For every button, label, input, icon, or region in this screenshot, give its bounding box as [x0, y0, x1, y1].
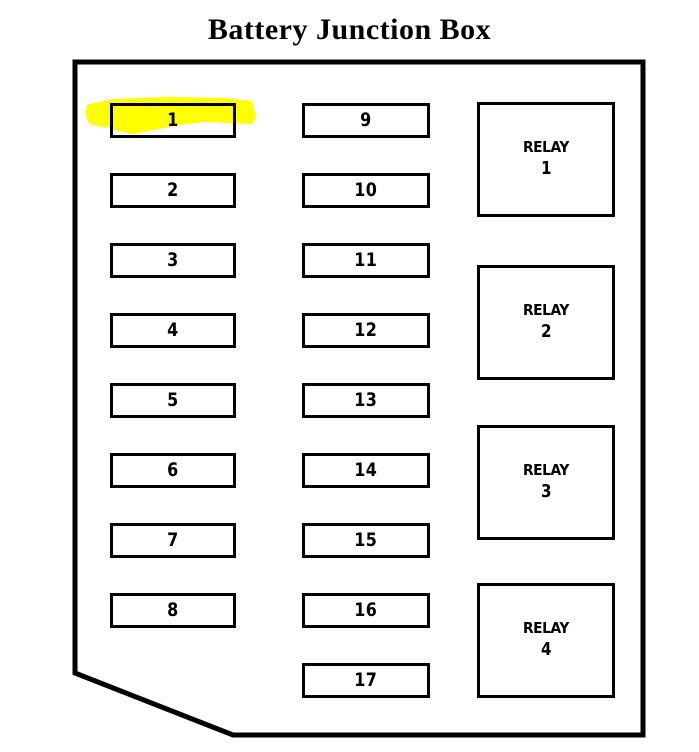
fuse-3[interactable]: 3: [110, 243, 236, 278]
fuse-7-label: 7: [167, 529, 179, 551]
fuse-5-label: 5: [167, 389, 179, 411]
fuse-1-label: 1: [167, 109, 179, 131]
fuse-1[interactable]: 1: [110, 103, 236, 138]
fuse-6-label: 6: [167, 459, 179, 481]
fuse-13[interactable]: 13: [302, 383, 430, 418]
fuse-6[interactable]: 6: [110, 453, 236, 488]
relay-4-number: 4: [540, 638, 552, 660]
fuse-14[interactable]: 14: [302, 453, 430, 488]
fuse-10-label: 10: [354, 179, 378, 201]
relay-2-word: RELAY: [523, 300, 569, 319]
fuse-4[interactable]: 4: [110, 313, 236, 348]
fuse-14-label: 14: [354, 459, 378, 481]
relay-1-number: 1: [540, 157, 552, 179]
fuse-13-label: 13: [354, 389, 378, 411]
fuse-17-label: 17: [354, 669, 378, 691]
fuse-2[interactable]: 2: [110, 173, 236, 208]
relay-4-word: RELAY: [523, 618, 569, 637]
fuse-11-label: 11: [354, 249, 378, 271]
fuse-17[interactable]: 17: [302, 663, 430, 698]
page-title: Battery Junction Box: [207, 13, 492, 46]
fuse-12-label: 12: [354, 319, 378, 341]
fuse-8-label: 8: [167, 599, 179, 621]
highlight-stroke-shape: [85, 97, 256, 134]
fuse-16[interactable]: 16: [302, 593, 430, 628]
fuse-4-label: 4: [167, 319, 179, 341]
fuse-2-label: 2: [167, 179, 179, 201]
fuse-5[interactable]: 5: [110, 383, 236, 418]
fuse-11[interactable]: 11: [302, 243, 430, 278]
fuse-1-highlight-marker: [85, 97, 256, 134]
fuse-15-label: 15: [354, 529, 378, 551]
fuse-10[interactable]: 10: [302, 173, 430, 208]
fuse-15[interactable]: 15: [302, 523, 430, 558]
fuse-12[interactable]: 12: [302, 313, 430, 348]
fuse-3-label: 3: [167, 249, 179, 271]
relay-2-number: 2: [540, 320, 552, 342]
fuse-8[interactable]: 8: [110, 593, 236, 628]
highlight-stroke-shape-secondary: [86, 102, 106, 128]
fuse-7[interactable]: 7: [110, 523, 236, 558]
fuse-9[interactable]: 9: [302, 103, 430, 138]
relay-3-number: 3: [540, 480, 552, 502]
fuse-16-label: 16: [354, 599, 378, 621]
relay-3-word: RELAY: [523, 460, 569, 479]
relay-1-word: RELAY: [523, 137, 569, 156]
fuse-9-label: 9: [360, 109, 372, 131]
